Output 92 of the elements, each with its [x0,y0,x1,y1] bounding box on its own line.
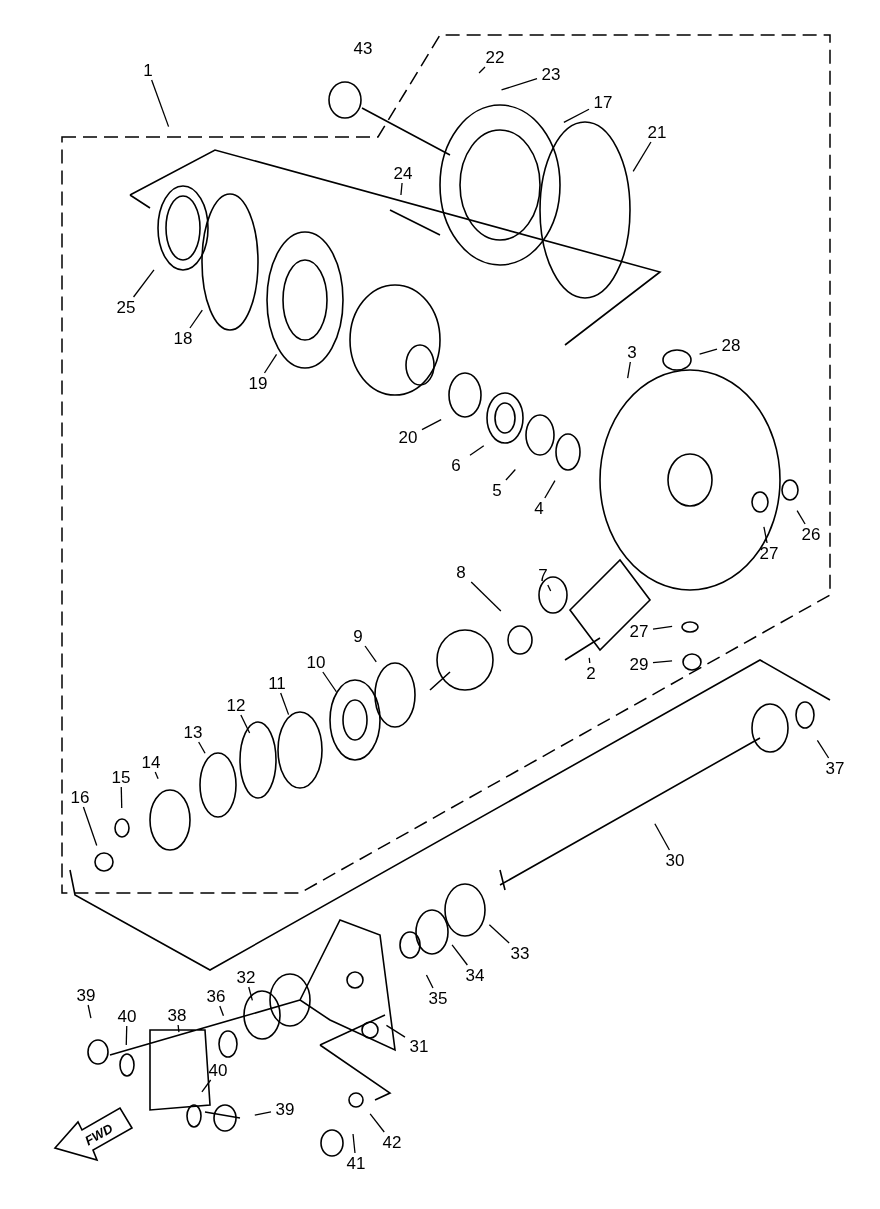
callout-number: 38 [163,1005,191,1025]
leader-line [120,786,123,809]
callout-number: 35 [424,988,452,1008]
leader-line [248,986,253,1001]
callout-number: 16 [66,787,94,807]
callout-number: 41 [342,1153,370,1173]
callout-number: 15 [107,767,135,787]
leader-line [385,1024,406,1038]
leader-line [588,657,591,664]
leader-line [469,445,485,456]
callout-number: 40 [204,1060,232,1080]
callout-number: 25 [112,297,140,317]
callout-number: 28 [717,335,745,355]
callout-number: 21 [643,122,671,142]
callout-number: 36 [202,986,230,1006]
leader-line [198,741,206,754]
leader-line [698,348,718,355]
callout-number: 39 [271,1099,299,1119]
leader-line [240,714,251,734]
leader-line [263,353,278,374]
callout-number: 27 [625,621,653,641]
callout-number: 5 [483,480,511,500]
leader-line [563,108,590,124]
leader-line [470,581,502,612]
direction-label: FWD [82,1121,115,1148]
callout-number: 27 [755,543,783,563]
leader-line [125,1025,128,1046]
callout-number: 34 [461,965,489,985]
leader-line [154,771,159,780]
leader-line [421,419,442,431]
callout-number: 11 [263,673,291,693]
callout-number: 18 [169,328,197,348]
leader-line [82,806,98,847]
callout-number: 30 [661,850,689,870]
leader-line [547,584,552,592]
leader-line [451,944,468,966]
callout-number: 10 [302,652,330,672]
leader-line [763,526,768,544]
leader-line [132,269,155,298]
leader-line [189,309,203,329]
callout-number: 7 [529,565,557,585]
leader-line [652,625,673,630]
callout-number: 37 [821,758,849,778]
leader-line [500,77,538,91]
callout-number: 29 [625,654,653,674]
callout-number: 32 [232,967,260,987]
callout-number: 20 [394,427,422,447]
callout-number: 4 [525,498,553,518]
leader-line [544,480,556,499]
callout-number: 17 [589,92,617,112]
leader-line [654,823,671,851]
callout-number: 24 [389,163,417,183]
callout-number: 22 [481,47,509,67]
leader-line [400,182,403,196]
callout-number: 42 [378,1132,406,1152]
leader-line [322,671,337,693]
callout-number: 19 [244,373,272,393]
callout-number: 2 [577,663,605,683]
leader-line [177,1024,180,1033]
leader-line [425,974,434,989]
leader-line [652,660,673,664]
leader-line [816,739,830,759]
callout-number: 3 [618,342,646,362]
callout-number: 33 [506,943,534,963]
leader-line [796,509,806,525]
callout-number: 14 [137,752,165,772]
callout-number: 8 [447,562,475,582]
leader-line [201,1079,212,1093]
callout-number: 13 [179,722,207,742]
callout-number: 26 [797,524,825,544]
leader-line [254,1111,272,1116]
callout-number: 12 [222,695,250,715]
leader-line [219,1005,225,1017]
callout-number: 39 [72,985,100,1005]
leader-line [505,468,516,481]
callout-number: 43 [349,38,377,58]
callout-number: 23 [537,64,565,84]
leader-line [364,645,377,663]
leader-line [488,924,510,944]
callout-number: 40 [113,1006,141,1026]
leader-line [478,66,486,74]
leader-line [627,361,631,379]
leader-line [352,1133,356,1154]
leader-line [87,1004,92,1019]
leader-line [151,79,170,128]
leader-line [369,1113,385,1133]
callout-number: 9 [344,626,372,646]
leader-line [280,692,290,716]
leader-line [632,141,652,173]
callout-number: 1 [134,60,162,80]
callout-number: 6 [442,455,470,475]
callout-number: 31 [405,1036,433,1056]
